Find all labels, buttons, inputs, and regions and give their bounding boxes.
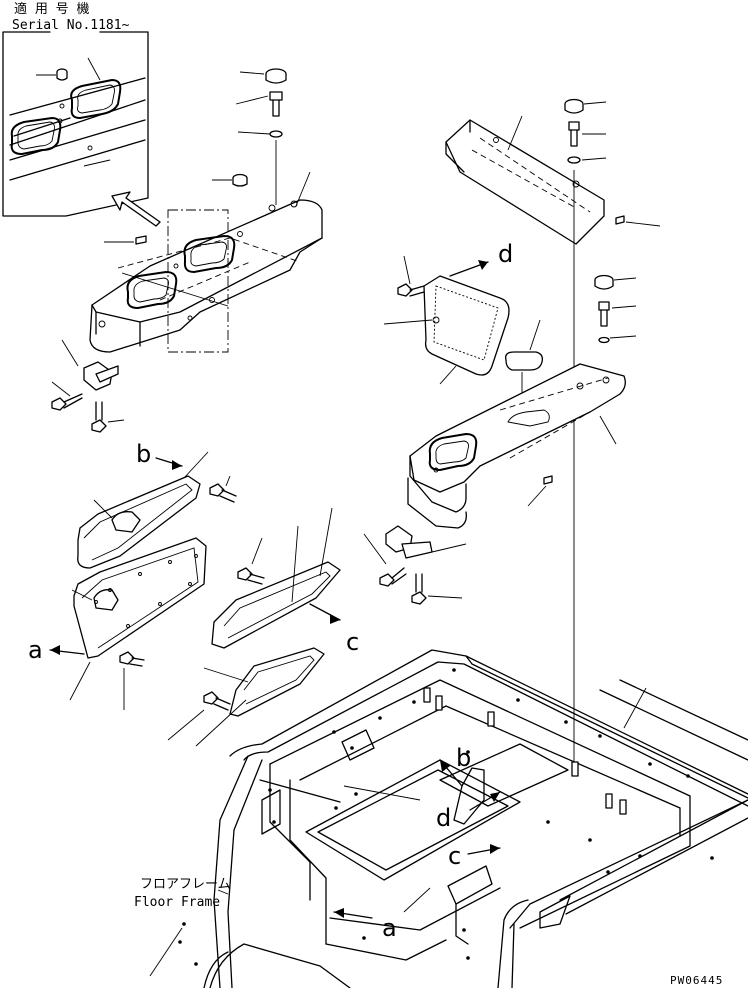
label-c-frame: c — [448, 842, 461, 870]
serial-number-label: Serial No.1181~ — [12, 18, 130, 33]
label-b-left: b — [136, 440, 151, 468]
label-d-right: d — [498, 240, 513, 268]
floor-frame: b d c a フロアフレーム Floor Frame — [134, 649, 748, 988]
middle-plates: c — [167, 507, 359, 747]
label-a-frame: a — [382, 914, 397, 942]
inset-detail — [2, 31, 149, 217]
label-c-left: c — [346, 628, 359, 656]
applicable-model-label-jp: 適 用 号 機 — [14, 1, 89, 17]
floor-frame-label-en: Floor Frame — [134, 895, 220, 910]
label-b-frame: b — [456, 744, 471, 772]
left-console-cover — [51, 68, 323, 433]
right-console-cover: d — [363, 98, 661, 762]
label-d-frame: d — [436, 804, 451, 832]
inset-arrow — [111, 191, 161, 227]
drawing-code: PW06445 — [670, 974, 723, 987]
label-a-left: a — [28, 636, 43, 664]
left-side-covers: b a — [28, 440, 237, 710]
floor-frame-label-jp: フロアフレーム — [140, 877, 231, 892]
